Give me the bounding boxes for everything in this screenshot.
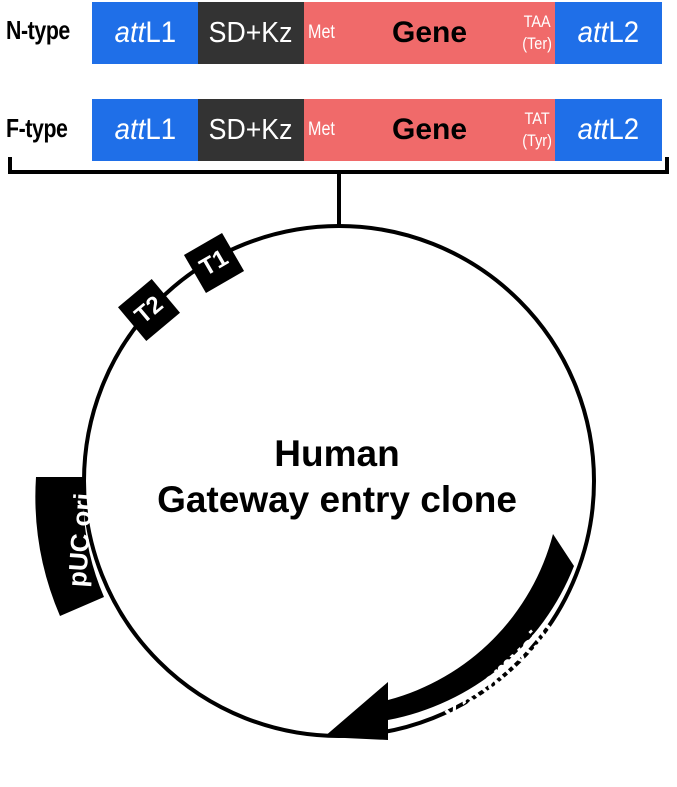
n-type-stop-codon-label: TAA: [523, 12, 551, 31]
puc-ori-block: [35, 477, 104, 616]
n-type-sd-kz-label: SD+Kz: [209, 16, 293, 49]
insert-bracket: [8, 157, 669, 174]
n-type-gene-label: Gene: [391, 16, 468, 49]
f-type-sd-kz-label: SD+Kz: [209, 113, 293, 146]
t2-terminator-box: [118, 279, 180, 341]
f-type-sd-kz-segment: SD+Kz: [198, 99, 304, 161]
n-type-attl1-segment: attL1: [92, 2, 198, 64]
n-type-label: N-type: [6, 15, 70, 45]
f-type-construct-bar: attL1 SD+Kz Met Gene TAT (Tyr) attL2: [92, 99, 662, 161]
puc-ori-label: pUC ori: [62, 492, 98, 588]
n-type-sd-kz-segment: SD+Kz: [198, 2, 304, 64]
f-type-stop-codon-label: TAT: [524, 109, 550, 128]
f-type-attl2-label: attL2: [577, 113, 640, 146]
f-type-attl1-label: attL1: [114, 113, 176, 146]
f-type-label: F-type: [6, 113, 68, 143]
n-type-attl2-label: attL2: [577, 16, 640, 49]
n-type-gene-segment: Met Gene TAA (Ter): [304, 2, 555, 64]
n-type-construct-bar: attL1 SD+Kz Met Gene TAA (Ter) attL2: [92, 2, 662, 64]
f-type-gene-label: Gene: [391, 113, 468, 146]
n-type-attl1-label: attL1: [114, 16, 176, 49]
f-type-attl1-segment: attL1: [92, 99, 198, 161]
n-type-stop-aa-label: (Ter): [522, 34, 552, 53]
f-type-attl2-segment: attL2: [555, 99, 662, 161]
f-type-stop-aa-label: (Tyr): [522, 131, 552, 150]
n-type-met-label: Met: [308, 22, 335, 43]
kanamycin-arrow: [324, 534, 574, 740]
plasmid-title-line2: Gateway entry clone: [157, 479, 517, 520]
f-type-stop-codon: TAT (Tyr): [522, 108, 552, 152]
f-type-gene-segment: Met Gene TAT (Tyr): [304, 99, 555, 161]
plasmid-title-line1: Human: [274, 433, 400, 474]
n-type-attl2-segment: attL2: [555, 2, 662, 64]
n-type-stop-codon: TAA (Ter): [522, 11, 552, 55]
t1-terminator-box: [183, 232, 245, 294]
f-type-met-label: Met: [308, 119, 335, 140]
